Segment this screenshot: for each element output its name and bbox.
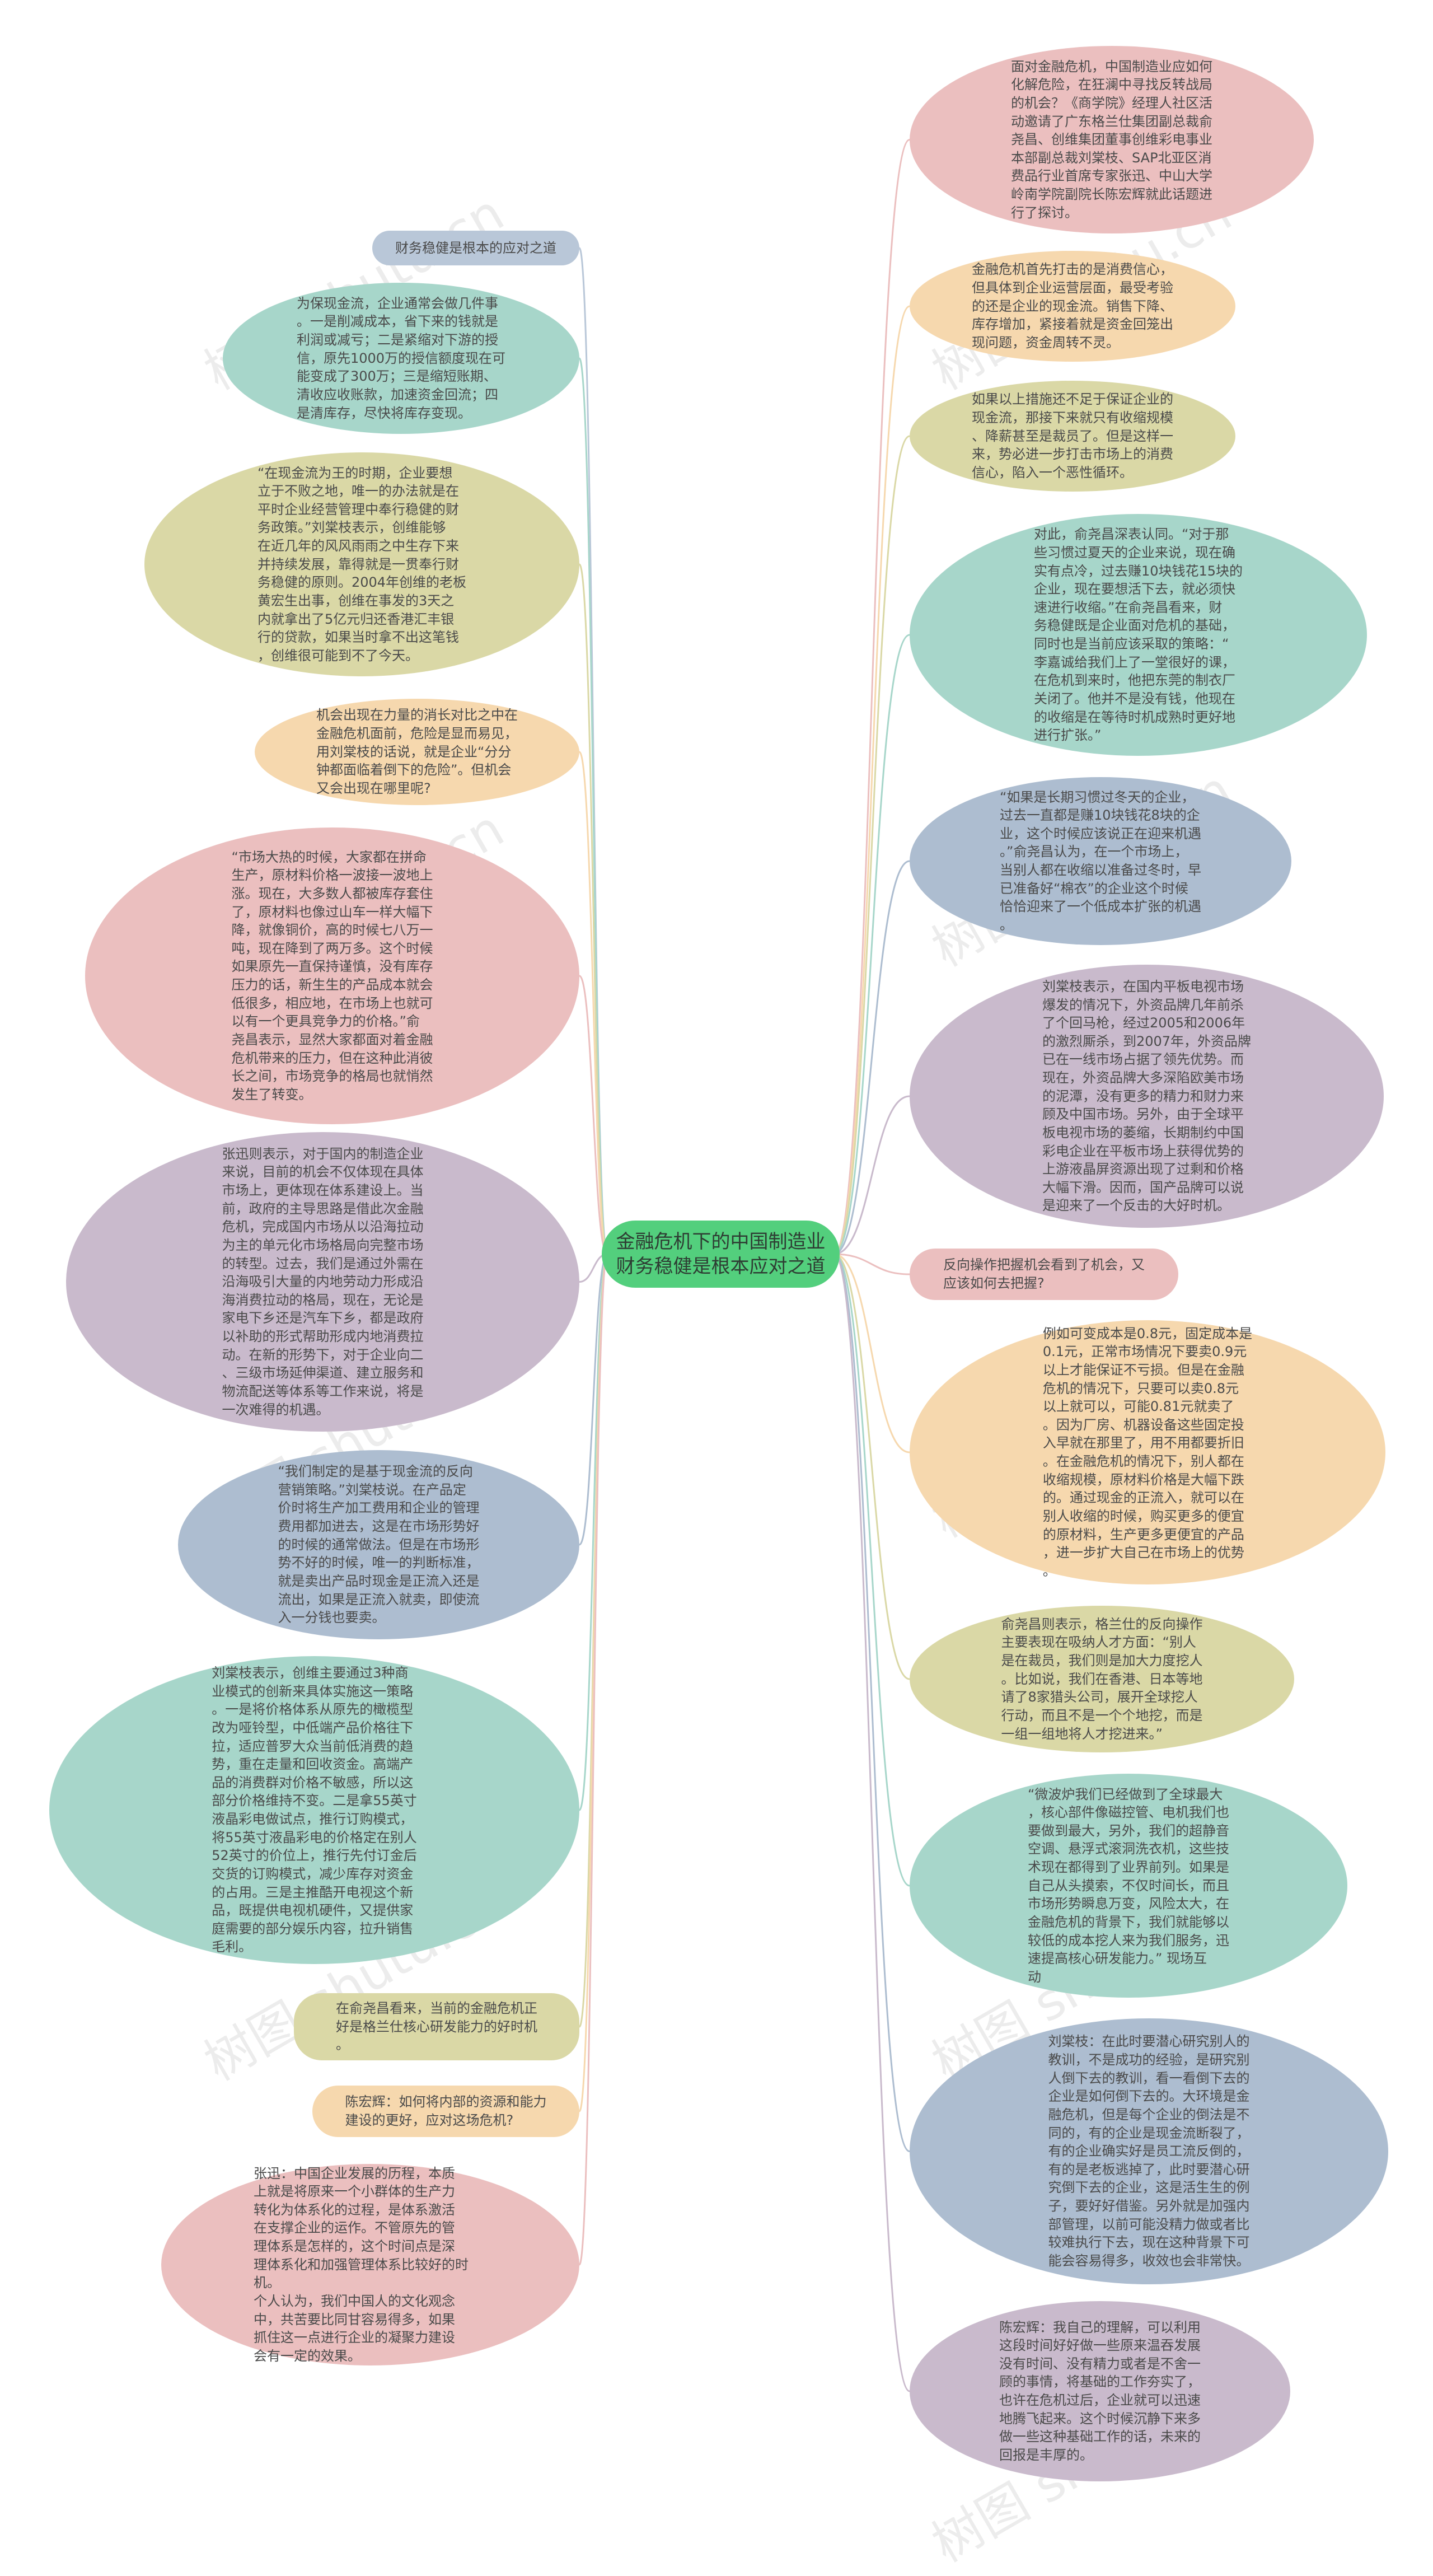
right-topic-node-12[interactable]: 陈宏辉：我自己的理解，可以利用 这段时间好好做一些原来温吞发展 没有时间、没有精… <box>910 2301 1290 2481</box>
node-text: “市场大热的时候，大家都在拼命 生产，原材料价格一波接一波地上 涨。现在，大多数… <box>231 849 433 1102</box>
left-topic-node-7[interactable]: “我们制定的是基于现金流的反向 营销策略。”刘棠枝说。在产品定 价时将生产加工费… <box>178 1450 579 1639</box>
node-text: 陈宏辉：我自己的理解，可以利用 这段时间好好做一些原来温吞发展 没有时间、没有精… <box>999 2319 1201 2463</box>
right-topic-node-1[interactable]: 面对金融危机，中国制造业应如何 化解危险，在狂澜中寻找反转战局 的机会？《商学院… <box>910 46 1314 233</box>
node-text: 为保现金流，企业通常会做几件事 。一是削减成本，省下来的钱就是 利润或减亏；二是… <box>296 295 506 421</box>
left-topic-node-5[interactable]: “市场大热的时候，大家都在拼命 生产，原材料价格一波接一波地上 涨。现在，大多数… <box>85 828 579 1124</box>
connector-line <box>833 1253 910 1680</box>
node-text: 张迅：中国企业发展的历程，本质 上就是将原来一个小群体的生产力 转化为体系化的过… <box>254 2165 469 2364</box>
node-text: 刘棠枝：在此时要潜心研究别人的 教训，不是成功的经验，是研究别 人倒下去的教训，… <box>1048 2033 1250 2269</box>
connector-line <box>833 1253 910 1887</box>
right-topic-node-11[interactable]: 刘棠枝：在此时要潜心研究别人的 教训，不是成功的经验，是研究别 人倒下去的教训，… <box>910 2018 1388 2284</box>
right-topic-node-10[interactable]: “微波炉我们已经做到了全球最大 ，核心部件像磁控管、电机我们也 要做到最大，另外… <box>910 1774 1347 1998</box>
connector-line <box>578 975 608 1255</box>
node-text: 面对金融危机，中国制造业应如何 化解危险，在狂澜中寻找反转战局 的机会？《商学院… <box>1011 58 1212 221</box>
node-text: 财务稳健是根本的应对之道 <box>395 240 556 256</box>
connector-line <box>833 1253 910 1275</box>
right-topic-node-9[interactable]: 俞尧昌则表示，格兰仕的反向操作 主要表现在吸纳人才方面：“别人 是在裁员，我们则… <box>910 1606 1294 1752</box>
node-text: “如果是长期习惯过冬天的企业， 过去一直都是赚10块钱花8块的企 业，这个时候应… <box>1000 789 1201 933</box>
node-text: 俞尧昌则表示，格兰仕的反向操作 主要表现在吸纳人才方面：“别人 是在裁员，我们则… <box>1001 1616 1203 1742</box>
connector-line <box>833 1095 910 1255</box>
connector-lines <box>578 139 910 2392</box>
connector-line <box>833 305 910 1255</box>
right-topic-node-7[interactable]: 反向操作把握机会看到了机会，又 应该如何去把握? <box>910 1249 1178 1300</box>
node-text: 金融危机首先打击的是消费信心， 但具体到企业运营层面，最受考验 的还是企业的现金… <box>972 261 1173 350</box>
left-topic-node-1[interactable]: 财务稳健是根本的应对之道 <box>372 231 579 265</box>
connector-line <box>578 1253 608 2266</box>
node-text: “微波炉我们已经做到了全球最大 ，核心部件像磁控管、电机我们也 要做到最大，另外… <box>1028 1786 1229 1985</box>
right-topic-node-8[interactable]: 例如可变成本是0.8元，固定成本是 0.1元，正常市场情况下要卖0.9元 以上才… <box>910 1320 1385 1584</box>
left-topic-node-2[interactable]: 为保现金流，企业通常会做几件事 。一是削减成本，省下来的钱就是 利润或减亏；二是… <box>223 283 579 434</box>
left-topic-node-3[interactable]: “在现金流为王的时期，企业要想 立于不败之地，唯一的办法就是在 平时企业经营管理… <box>144 452 579 676</box>
left-topic-node-8[interactable]: 刘棠枝表示，创维主要通过3种商 业模式的创新来具体实施这一策略 。一是将价格体系… <box>49 1656 579 1964</box>
node-text: “我们制定的是基于现金流的反向 营销策略。”刘棠枝说。在产品定 价时将生产加工费… <box>278 1464 480 1626</box>
node-text: 反向操作把握机会看到了机会，又 应该如何去把握? <box>943 1257 1145 1291</box>
connector-line <box>833 1253 910 2152</box>
right-topic-node-5[interactable]: “如果是长期习惯过冬天的企业， 过去一直都是赚10块钱花8块的企 业，这个时候应… <box>910 777 1291 945</box>
connector-line <box>833 139 910 1255</box>
node-text: 在俞尧昌看来，当前的金融危机正 好是格兰仕核心研发能力的好时机 。 <box>336 2000 537 2053</box>
node-text: 刘棠枝表示，创维主要通过3种商 业模式的创新来具体实施这一策略 。一是将价格体系… <box>212 1665 417 1955</box>
left-topic-node-11[interactable]: 张迅：中国企业发展的历程，本质 上就是将原来一个小群体的生产力 转化为体系化的过… <box>161 2164 579 2365</box>
connector-line <box>833 435 910 1255</box>
node-text: 例如可变成本是0.8元，固定成本是 0.1元，正常市场情况下要卖0.9元 以上才… <box>1042 1325 1253 1579</box>
node-text: 如果以上措施还不足于保证企业的 现金流，那接下来就只有收缩规模 、降薪甚至是裁员… <box>972 391 1173 480</box>
connector-line <box>833 1253 910 2392</box>
right-topic-node-3[interactable]: 如果以上措施还不足于保证企业的 现金流，那接下来就只有收缩规模 、降薪甚至是裁员… <box>910 381 1235 492</box>
root-topic-node[interactable]: 金融危机下的中国制造业 财务稳健是根本应对之道 <box>602 1221 840 1288</box>
left-topic-node-6[interactable]: 张迅则表示，对于国内的制造企业 来说，目前的机会不仅体现在具体 市场上，更体现在… <box>66 1132 579 1432</box>
node-text: 刘棠枝表示，在国内平板电视市场 爆发的情况下，外资品牌几年前杀 了个回马枪，经过… <box>1042 978 1252 1214</box>
left-topic-node-10[interactable]: 陈宏辉：如何将内部的资源和能力 建设的更好，应对这场危机? <box>312 2086 579 2137</box>
left-topic-node-4[interactable]: 机会出现在力量的消长对比之中在 金融危机面前，危险是显而易见， 用刘棠枝的话说，… <box>255 699 579 805</box>
node-text: 对此，俞尧昌深表认同。“对于那 些习惯过夏天的企业来说，现在确 实有点冷，过去赚… <box>1033 526 1243 744</box>
node-text: 机会出现在力量的消长对比之中在 金融危机面前，危险是显而易见， 用刘棠枝的话说，… <box>316 707 518 796</box>
connector-line <box>833 634 910 1255</box>
connector-line <box>578 563 608 1255</box>
connector-line <box>833 1253 910 1453</box>
connector-line <box>578 751 608 1255</box>
right-topic-node-6[interactable]: 刘棠枝表示，在国内平板电视市场 爆发的情况下，外资品牌几年前杀 了个回马枪，经过… <box>910 965 1384 1228</box>
left-topic-node-9[interactable]: 在俞尧昌看来，当前的金融危机正 好是格兰仕核心研发能力的好时机 。 <box>294 1993 579 2060</box>
right-topic-node-2[interactable]: 金融危机首先打击的是消费信心， 但具体到企业运营层面，最受考验 的还是企业的现金… <box>910 251 1235 362</box>
node-text: 张迅则表示，对于国内的制造企业 来说，目前的机会不仅体现在具体 市场上，更体现在… <box>222 1146 424 1418</box>
connector-line <box>578 1253 608 1546</box>
node-text: 陈宏辉：如何将内部的资源和能力 建设的更好，应对这场危机? <box>345 2094 547 2128</box>
connector-line <box>833 860 910 1255</box>
right-topic-node-4[interactable]: 对此，俞尧昌深表认同。“对于那 些习惯过夏天的企业来说，现在确 实有点冷，过去赚… <box>910 514 1367 756</box>
node-text: “在现金流为王的时期，企业要想 立于不败之地，唯一的办法就是在 平时企业经营管理… <box>257 465 467 663</box>
